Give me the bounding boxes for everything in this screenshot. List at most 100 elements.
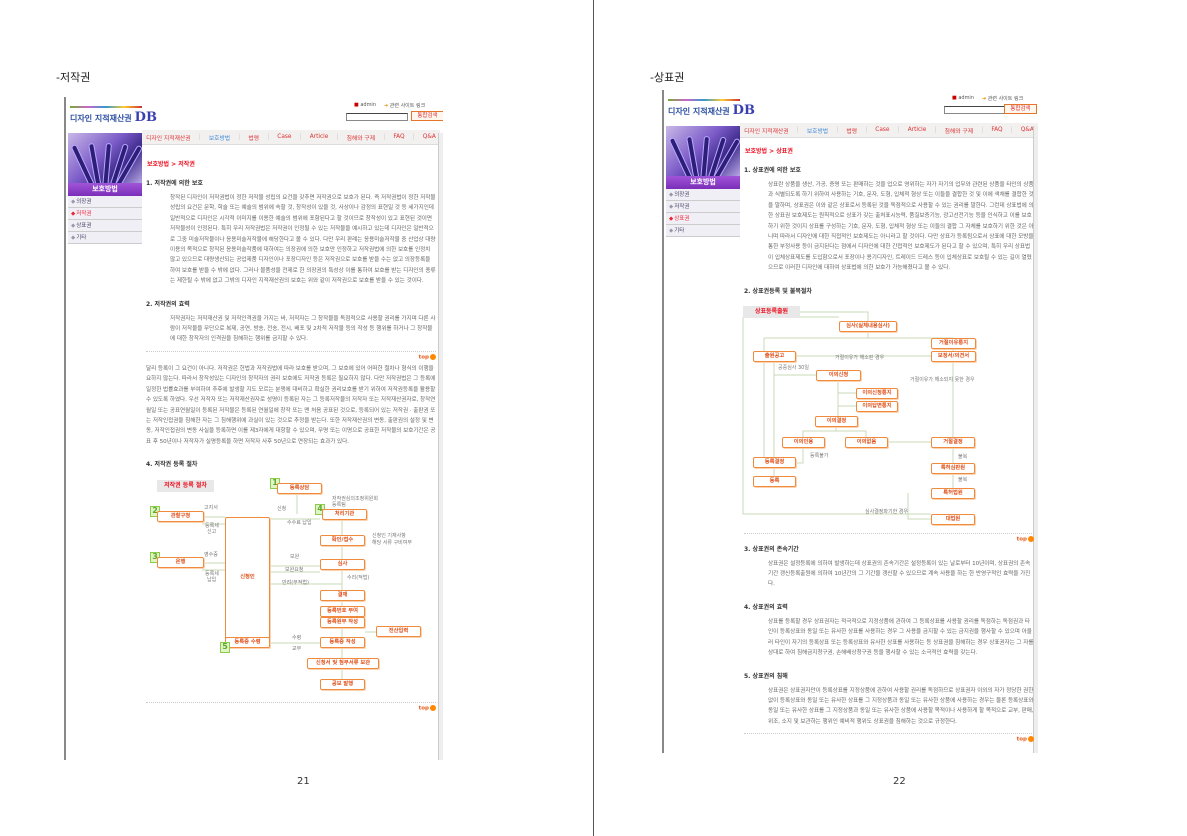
breadcrumb: 보호방법 > 상표권 <box>745 148 793 155</box>
nav-law[interactable]: 법령 <box>248 135 260 142</box>
node-opposition: 이의신청 <box>816 369 861 381</box>
nav-design-ip[interactable]: 디자인 지적재산권 <box>744 128 789 135</box>
sidebar-item-label: 기타 <box>76 235 87 241</box>
node-document-storage: 신청서 및 첨부서류 보관 <box>307 658 379 670</box>
flow-label: 불복 <box>958 476 968 483</box>
sidebar-banner-image <box>666 126 740 176</box>
arrow-up-icon <box>1028 736 1034 743</box>
sidebar-item-other[interactable]: ◆기타 <box>68 232 142 244</box>
flow-label: 등록불가 <box>810 452 829 459</box>
nav-infringement[interactable]: 침해와 구제 <box>944 128 974 135</box>
nav-case[interactable]: Case <box>277 134 292 140</box>
admin-link[interactable]: ■ admin <box>952 95 974 101</box>
nav-faq[interactable]: FAQ <box>393 134 405 140</box>
search-button[interactable]: 통합검색 <box>411 111 443 121</box>
node-opposition-notice: 이의신청통지 <box>856 387 898 399</box>
top-label: top <box>1016 736 1027 743</box>
section-heading: 1. 상표권에 의한 보호 <box>744 167 801 174</box>
page-divider <box>593 0 594 836</box>
top-link[interactable]: top <box>146 353 436 362</box>
nav-law[interactable]: 법령 <box>846 128 858 135</box>
arrow-icon: ➜ <box>982 96 987 102</box>
section-heading: 1. 저작권에 의한 보호 <box>146 180 203 187</box>
main-nav: 디자인 지적재산권| 보호방법| 법령| Case| Article| 침해와 … <box>740 123 1038 138</box>
node-assign-number: 등록번호 부여 <box>320 606 365 618</box>
node-certificate-receive: 등록증 수령 <box>225 637 270 649</box>
diamond-icon: ◆ <box>669 204 674 210</box>
flow-label: 등록팀 <box>332 502 346 509</box>
related-links[interactable]: ➜ 관련 사이트 링크 <box>384 102 425 109</box>
nav-article[interactable]: Article <box>309 134 329 140</box>
section-heading: 3. 상표권의 존속기간 <box>744 545 799 553</box>
node-rejection-decision: 거절결정 <box>931 436 975 448</box>
top-label: top <box>1016 536 1027 543</box>
flow-label: 공중심사 30일 <box>778 364 809 371</box>
related-links[interactable]: ➜ 관련 사이트 링크 <box>982 95 1023 102</box>
sidebar-item-design-right[interactable]: ◆의장권 <box>666 189 740 201</box>
main-nav: 디자인 지적재산권| 보호방법| 법령| Case| Article| 침해와 … <box>142 130 440 145</box>
top-link[interactable]: top <box>744 736 1034 744</box>
scrollbar[interactable] <box>1033 126 1038 753</box>
search-input[interactable] <box>944 106 1006 114</box>
node-amendment: 보정서/의견서 <box>931 350 976 362</box>
search-input[interactable] <box>346 113 408 121</box>
sidebar-item-copyright[interactable]: ◆저작권 <box>666 201 740 213</box>
flow-label: 보완 <box>290 554 300 561</box>
top-link[interactable]: top <box>744 535 1034 544</box>
section-text: 상표란 상품을 생산, 가공, 증명 또는 판매하는 것을 업으로 영위하는 자… <box>768 182 1034 272</box>
node-certificate-create: 등록증 작성 <box>320 637 365 649</box>
sidebar: 보호방법 ◆의장권 ◆저작권 ◆상표권 ◆기타 <box>666 126 740 237</box>
arrow-up-icon <box>430 353 436 360</box>
section-heading: 2. 상표권등록 및 불복절차 <box>744 287 812 295</box>
admin-label: admin <box>958 95 974 101</box>
node-publication: 공보 발행 <box>320 679 365 691</box>
diamond-icon: ◆ <box>71 223 76 229</box>
sidebar-item-design-right[interactable]: ◆의장권 <box>68 196 142 208</box>
nav-protection[interactable]: 보호방법 <box>208 135 231 142</box>
sidebar-item-other[interactable]: ◆기타 <box>666 225 740 237</box>
section-heading: 5. 상표권의 침해 <box>744 672 788 680</box>
sidebar-item-trademark[interactable]: ◆상표권 <box>666 213 740 225</box>
top-label: top <box>418 705 429 712</box>
flow-label: 거절이유가 해소된 경우 <box>835 354 885 361</box>
admin-link[interactable]: ■ admin <box>354 102 376 108</box>
flow-label: 수리(적법) <box>347 575 370 582</box>
sidebar-item-copyright[interactable]: ◆저작권 <box>68 208 142 220</box>
sidebar-banner-image <box>68 133 142 183</box>
node-processing-agency: 처리기관 <box>322 509 367 521</box>
page-number: 22 <box>893 776 906 787</box>
section-text: 상표권은 상표권자만이 등록상표를 지정상품에 관하여 사용할 권리를 독점하므… <box>768 687 1034 725</box>
flow-label: 심사결정파기한 경우 <box>865 508 908 515</box>
nav-case[interactable]: Case <box>875 127 890 133</box>
flow-label: 수령 <box>292 635 302 642</box>
dotted-divider <box>146 350 436 352</box>
nav-article[interactable]: Article <box>907 127 927 133</box>
lock-icon: ■ <box>354 102 359 108</box>
content: 보호방법 > 저작권 1. 저작권에 의한 보호 창작된 디자인이 저작권법이 … <box>146 153 436 713</box>
flow-label: 보완요청 <box>285 567 304 574</box>
sidebar-item-label: 저작권 <box>674 204 690 210</box>
nav-qna[interactable]: Q&A <box>1020 127 1034 133</box>
nav-qna[interactable]: Q&A <box>422 134 436 140</box>
sidebar-item-label: 의장권 <box>76 199 92 205</box>
scrollbar[interactable] <box>438 133 443 760</box>
related-links-label: 관련 사이트 링크 <box>987 96 1024 102</box>
flow-label: 거절이유가 해소되지 못한 경우 <box>910 376 975 383</box>
top-link[interactable]: top <box>146 705 436 713</box>
search-button[interactable]: 통합검색 <box>1004 104 1037 114</box>
nav-protection[interactable]: 보호방법 <box>806 128 829 135</box>
nav-faq[interactable]: FAQ <box>991 127 1003 133</box>
node-patent-tribunal: 특허심판원 <box>931 462 975 474</box>
diagram-title: 저작권 등록 절차 <box>157 480 214 493</box>
dotted-divider <box>744 532 1034 534</box>
sidebar-item-trademark[interactable]: ◆상표권 <box>68 220 142 232</box>
diamond-icon: ◆ <box>71 211 76 217</box>
nav-infringement[interactable]: 침해와 구제 <box>346 135 376 142</box>
nav-design-ip[interactable]: 디자인 지적재산권 <box>146 135 191 142</box>
node-registration: 등록 <box>753 475 796 487</box>
sidebar: 보호방법 ◆의장권 ◆저작권 ◆상표권 ◆기타 <box>68 133 142 244</box>
sidebar-item-label: 저작권 <box>76 211 92 217</box>
